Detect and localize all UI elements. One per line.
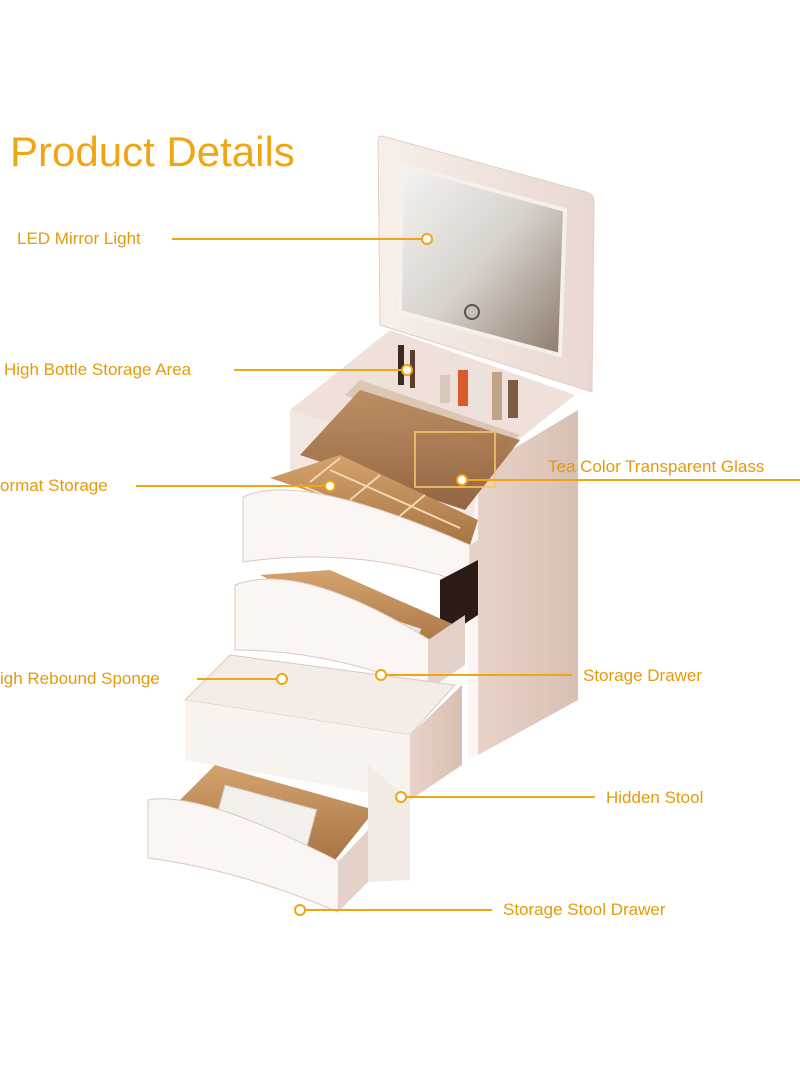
callout-dot-stool bbox=[395, 791, 407, 803]
callout-dot-grid bbox=[324, 480, 336, 492]
callout-dot-stool-drawer bbox=[294, 904, 306, 916]
callout-sponge: igh Rebound Sponge bbox=[0, 669, 160, 688]
hidden-stool bbox=[183, 654, 457, 736]
page-title: Product Details bbox=[10, 128, 295, 175]
led-mirror bbox=[397, 162, 568, 358]
callout-storage-drawer: Storage Drawer bbox=[583, 666, 703, 685]
callout-high-bottle-storage: High Bottle Storage Area bbox=[4, 360, 192, 379]
callout-dot-led bbox=[421, 233, 433, 245]
touch-button-icon bbox=[464, 304, 480, 320]
side-panel bbox=[478, 410, 578, 755]
callout-hidden-stool: Hidden Stool bbox=[606, 788, 704, 807]
callout-dot-sponge bbox=[276, 673, 288, 685]
callout-dot-drawer bbox=[375, 669, 387, 681]
callout-grid-storage: ormat Storage bbox=[0, 476, 108, 495]
callout-stool-drawer: Storage Stool Drawer bbox=[503, 900, 666, 919]
callout-dot-glass bbox=[456, 474, 468, 486]
callout-tea-glass: Tea Color Transparent Glass bbox=[548, 457, 765, 476]
callout-led-mirror-light: LED Mirror Light bbox=[17, 229, 141, 248]
grid-drawer bbox=[270, 455, 478, 545]
callout-dot-bottle bbox=[401, 364, 413, 376]
